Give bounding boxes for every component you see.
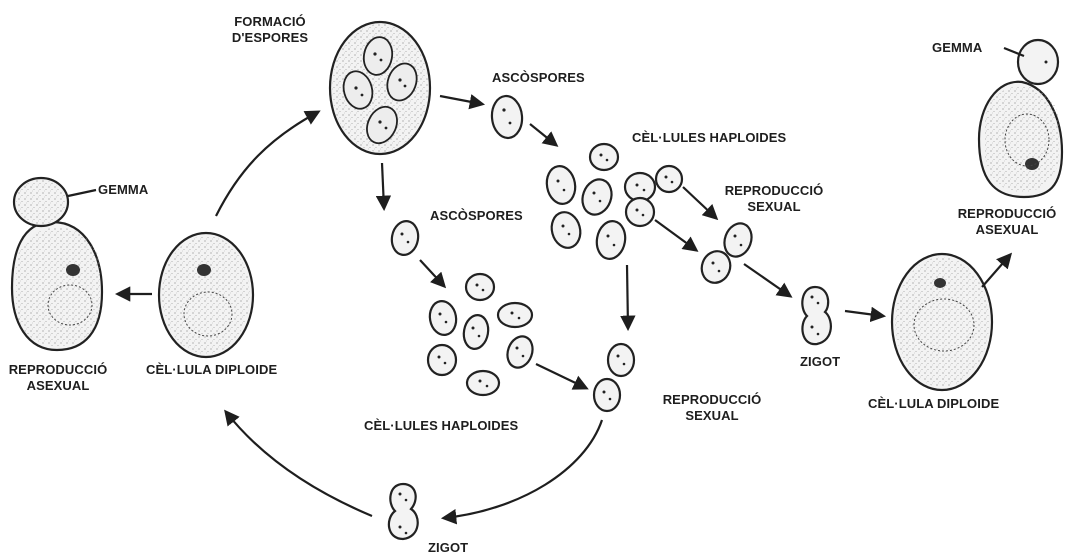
label-cel-lula-diploide-right: CÈL·LULA DIPLOIDE	[868, 396, 999, 412]
mating-pair-bottom	[594, 344, 634, 411]
ascus-with-spores	[330, 22, 430, 154]
label-zigot-bottom: ZIGOT	[428, 540, 468, 556]
arrow-zygote-to-diploid-right	[845, 311, 883, 316]
label-ascospores-top: ASCÒSPORES	[492, 70, 585, 86]
label-reproduccio-asexual-left-line2: ASEXUAL	[6, 378, 110, 394]
diploid-cell-left	[159, 233, 253, 357]
arrow-ascospore-to-haploid-mid	[420, 260, 444, 286]
label-reproduccio-sexual-bottom-line1: REPRODUCCIÓ	[660, 392, 764, 408]
arrow-haploid-to-pair-2	[655, 220, 696, 250]
label-reproduccio-asexual-right: REPRODUCCIÓ ASEXUAL	[952, 206, 1062, 238]
arrow-ascus-to-ascospore-top	[440, 96, 482, 104]
label-reproduccio-asexual-left-line1: REPRODUCCIÓ	[6, 362, 110, 378]
label-reproduccio-asexual-left: REPRODUCCIÓ ASEXUAL	[6, 362, 110, 394]
arrow-diploid-to-budding-right	[982, 255, 1010, 287]
label-cel-lules-haploides-top: CÈL·LULES HAPLOIDES	[632, 130, 786, 146]
label-formacio-line2: D'ESPORES	[220, 30, 320, 46]
label-reproduccio-sexual-top-line1: REPRODUCCIÓ	[722, 183, 826, 199]
arrow-diploid-to-ascus	[216, 112, 318, 216]
label-reproduccio-sexual-bottom: REPRODUCCIÓ SEXUAL	[660, 392, 764, 424]
budding-cell-right	[979, 40, 1062, 197]
label-zigot-right: ZIGOT	[800, 354, 840, 370]
arrow-zygote-to-diploid-left	[226, 412, 372, 516]
arrow-ascospore-to-haploid-top	[530, 124, 556, 145]
mating-pair-top	[697, 220, 756, 287]
label-ascospores-mid: ASCÒSPORES	[430, 208, 523, 224]
pointer-gemma-left	[68, 190, 96, 196]
label-reproduccio-asexual-right-line2: ASEXUAL	[952, 222, 1062, 238]
arrow-haploid-to-pair-1	[683, 187, 716, 218]
label-cel-lula-diploide-left: CÈL·LULA DIPLOIDE	[146, 362, 277, 378]
label-reproduccio-sexual-top-line2: SEXUAL	[722, 199, 826, 215]
arrow-pair-to-zygote-bottom	[444, 420, 602, 518]
arrow-haploid-top-to-pair-bottom	[627, 265, 628, 328]
zygote-bottom	[389, 484, 418, 539]
haploid-cells-top	[544, 144, 682, 261]
ascospore-middle	[389, 219, 421, 257]
zygote-right	[802, 287, 831, 344]
label-reproduccio-asexual-right-line1: REPRODUCCIÓ	[952, 206, 1062, 222]
diploid-cell-right	[892, 254, 992, 390]
label-cel-lules-haploides-bottom: CÈL·LULES HAPLOIDES	[364, 418, 518, 434]
label-reproduccio-sexual-top: REPRODUCCIÓ SEXUAL	[722, 183, 826, 215]
ascospore-top	[490, 95, 524, 139]
label-formacio-line1: FORMACIÓ	[220, 14, 320, 30]
label-gemma-left: GEMMA	[98, 182, 148, 198]
label-gemma-right: GEMMA	[932, 40, 982, 56]
arrow-ascus-to-ascospore-mid	[382, 163, 384, 208]
arrow-haploid-to-pair-bottom	[536, 364, 586, 388]
label-reproduccio-sexual-bottom-line2: SEXUAL	[660, 408, 764, 424]
budding-cell-left	[12, 178, 102, 350]
arrow-pair-to-zygote-right	[744, 264, 790, 296]
label-formacio-espores: FORMACIÓ D'ESPORES	[220, 14, 320, 46]
haploid-cells-middle	[427, 274, 537, 395]
